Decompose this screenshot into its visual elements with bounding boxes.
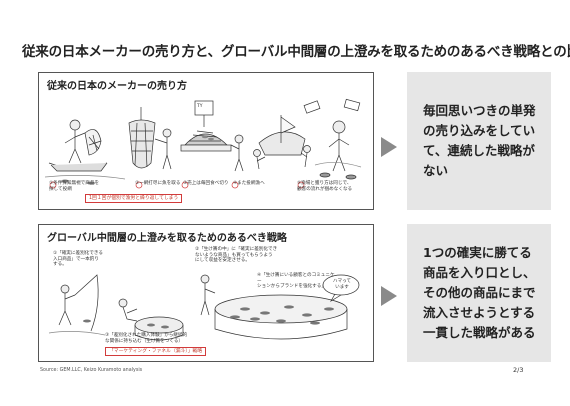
- panel-traditional-illustration: TY ①条件探知無視で商品を 探して投網 ②一網打尽に魚を取る ③売上は毎回食べ…: [45, 93, 367, 203]
- panel-strategy-illustration: ①「確実に差別化できる 入口商品」で一本釣り する。 ②「生け簀の中」に「確実に…: [45, 245, 367, 356]
- page-number: 2/3: [513, 366, 524, 374]
- caption-top-2: ②一網打尽に魚を取る: [135, 181, 181, 186]
- caption-top-1: ①条件探知無視で商品を 探して投網: [49, 181, 100, 192]
- source-note: Source: GEM.LLC, Keizo Kuramoto analysis: [40, 368, 143, 373]
- panel-strategy: グローバル中間層の上澄みを取るためのあるべき戦略: [38, 224, 374, 362]
- sign-text: TY: [196, 103, 203, 109]
- summary-box-bottom: 1つの確実に勝てる商品を入り口とし、その他の商品にまで流入させようとする一貫した…: [407, 224, 551, 362]
- speech-bubble-text: ハマって います: [332, 279, 352, 290]
- caption-bottom-1: ①「確実に差別化できる 入口商品」で一本釣り する。: [53, 251, 103, 268]
- panel-strategy-heading: グローバル中間層の上澄みを取るためのあるべき戦略: [47, 233, 287, 244]
- caption-top-4: ④また投網漁へ: [233, 181, 265, 186]
- arrow-top: [381, 137, 397, 157]
- panel-traditional-heading: 従来の日本のメーカーの売り方: [47, 81, 187, 92]
- caption-top-3: ③売上は毎回食べ切り: [183, 181, 229, 186]
- caption-bottom-3: ③「差別化された購入体験」から継続的 な関係に持ち込む（生け簀をつくる）: [105, 333, 188, 344]
- caption-top-5: ⑤漁場と獲り方は同じで、 顧客の流れが掴めなくなる: [297, 181, 353, 192]
- page-title: 従来の日本メーカーの売り方と、グローバル中間層の上澄みを取るためのあるべき戦略と…: [22, 44, 570, 60]
- summary-bottom-text: 1つの確実に勝てる商品を入り口とし、その他の商品にまで流入させようとする一貫した…: [423, 245, 536, 340]
- panel-traditional: 従来の日本のメーカーの売り方: [38, 72, 374, 210]
- red-note-top: 1回１回が個別で漁労と繰り返してしまう: [85, 194, 183, 203]
- caption-bottom-4: ④「生け簀にいる顧客とのコミュニケー ションからブランドを強化する」: [257, 273, 335, 290]
- caption-bottom-2: ②「生け簀の中」に「確実に差別化でき ないような商品」も買ってもらうよう にして…: [195, 247, 278, 264]
- summary-box-top: 毎回思いつきの単発の売り込みをしていて、連続した戦略がない: [407, 72, 551, 210]
- summary-top-text: 毎回思いつきの単発の売り込みをしていて、連続した戦略がない: [423, 103, 536, 178]
- arrow-bottom: [381, 286, 397, 306]
- red-note-bottom: 「マーケティング・ファネル（漏斗）」戦略: [105, 347, 207, 356]
